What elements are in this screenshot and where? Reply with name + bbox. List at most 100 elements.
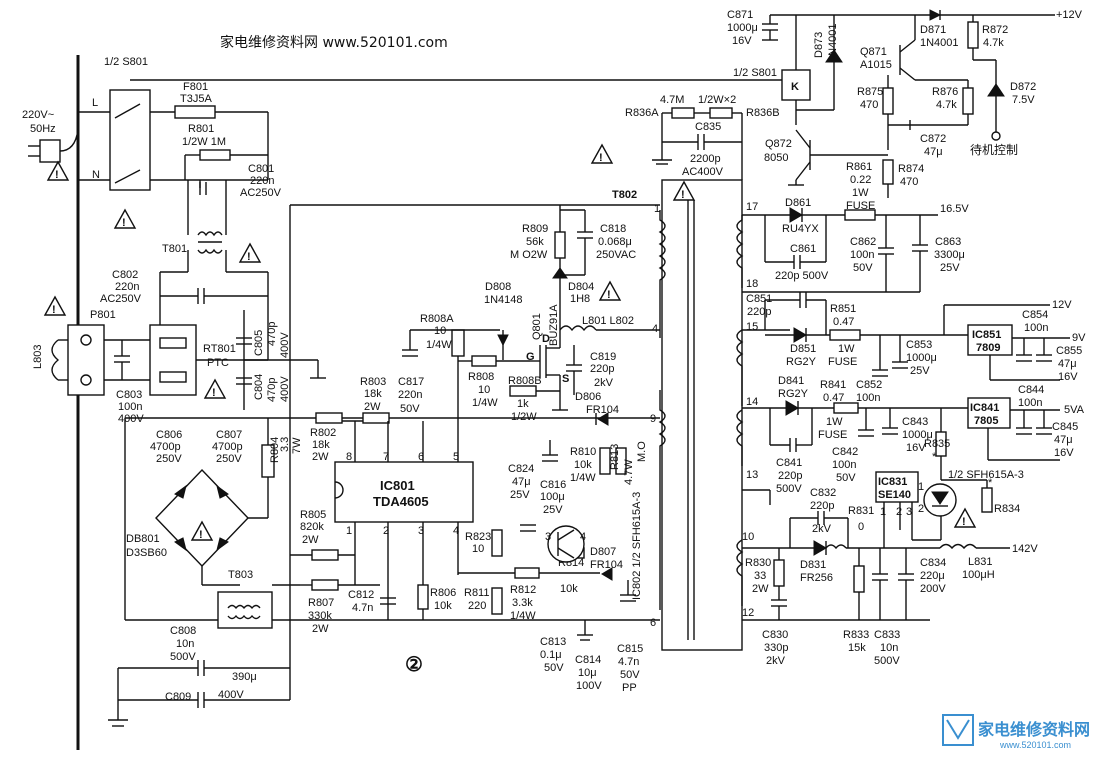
r808b-value: 1k <box>517 398 529 410</box>
resistor-r833 <box>853 565 865 593</box>
ic851-part: 7809 <box>976 342 1000 354</box>
c807-cap: 4700p <box>212 441 243 453</box>
d872-value: 7.5V <box>1012 94 1035 106</box>
r823-name: R823 <box>465 531 491 543</box>
ic831-name: IC831 <box>878 476 907 488</box>
resistor-r876 <box>962 87 974 115</box>
ic802-label: IC802 1/2 SFH615A-3 <box>631 492 643 600</box>
sfh615-label: 1/2 SFH615A-3 <box>948 469 1024 481</box>
c809-cap: 390μ <box>232 671 257 683</box>
c855-name: C855 <box>1056 345 1082 357</box>
r851-type: FUSE <box>828 356 857 368</box>
r808a-value: 10 <box>434 325 446 337</box>
d873-name: D873 <box>813 32 825 58</box>
transformer-t803 <box>217 591 273 629</box>
c804-name: C804 <box>253 374 265 400</box>
resistor-r803 <box>362 412 390 424</box>
regulator-ic841 <box>967 397 1011 429</box>
c815-cap: 4.7n <box>618 656 639 668</box>
c834-rating: 200V <box>920 583 946 595</box>
r874-name: R874 <box>898 163 924 175</box>
p801-label: P801 <box>90 309 116 321</box>
c806-rating: 250V <box>156 453 182 465</box>
diode-d806 <box>597 412 609 426</box>
rt801-name: RT801 <box>203 343 236 355</box>
c852-cap: 100n <box>856 392 880 404</box>
r803-name: R803 <box>360 376 386 388</box>
c842-name: C842 <box>832 446 858 458</box>
c832-rating: 2kV <box>812 523 832 535</box>
ic801-pin-8: 8 <box>346 451 352 463</box>
c834-name: C834 <box>920 557 946 569</box>
r861-power: 1W <box>852 187 869 199</box>
q872-name: Q872 <box>765 138 792 150</box>
c812-name: C812 <box>348 589 374 601</box>
c854-name: C854 <box>1022 309 1048 321</box>
c843-cap: 1000μ <box>902 429 933 441</box>
db801-name: DB801 <box>126 533 160 545</box>
r812-power: 1/4W <box>510 610 536 622</box>
c853-rating: 25V <box>910 365 930 377</box>
d804-name: D804 <box>568 281 594 293</box>
warning-icon: ! <box>43 295 67 316</box>
warning-icon: ! <box>672 180 696 201</box>
relay-k-label: K <box>791 81 799 93</box>
c842-rating: 50V <box>836 472 856 484</box>
svg-text:!: ! <box>607 289 611 301</box>
warning-icon: ! <box>238 242 262 263</box>
resistor-r823 <box>491 529 503 557</box>
d872-name: D872 <box>1010 81 1036 93</box>
r813-value: 4.7W <box>623 459 635 485</box>
c842-cap: 100n <box>832 459 856 471</box>
c862-name: C862 <box>850 236 876 248</box>
page-number: ② <box>405 654 423 676</box>
t803-label: T803 <box>228 569 253 581</box>
c805-name: C805 <box>253 330 265 356</box>
r808-power: 1/4W <box>472 397 498 409</box>
d841-part: RG2Y <box>778 388 809 400</box>
svg-text:www.520101.com: www.520101.com <box>999 740 1071 750</box>
c843-rating: 16V <box>906 442 926 454</box>
warning-icon: ! <box>590 143 614 164</box>
site-logo: 家电维修资料网 www.520101.com <box>942 714 1090 750</box>
r802-value: 18k <box>312 439 330 451</box>
c802-cap: 220n <box>115 281 139 293</box>
c819-rating: 2kV <box>594 377 614 389</box>
c841-cap: 220p <box>778 470 802 482</box>
svg-text:!: ! <box>52 304 56 316</box>
c801-cap: 220n <box>250 175 274 187</box>
d831-part: FR256 <box>800 572 833 584</box>
choke-t801 <box>197 231 223 254</box>
r876-name: R876 <box>932 86 958 98</box>
r830-value: 33 <box>754 570 766 582</box>
c824-name: C824 <box>508 463 534 475</box>
c841-rating: 500V <box>776 483 802 495</box>
d807-name: D807 <box>590 546 616 558</box>
fuse-r861 <box>844 209 876 221</box>
transformer-t802 <box>661 179 743 651</box>
c853-cap: 1000μ <box>906 352 937 364</box>
r808-value: 10 <box>478 384 490 396</box>
d871-name: D871 <box>920 24 946 36</box>
r851-name: R851 <box>830 303 856 315</box>
c814-cap: 10μ <box>578 667 597 679</box>
ic801-part: TDA4605 <box>373 494 429 509</box>
c845-cap: 47μ <box>1054 434 1073 446</box>
sfh615-pin-1: 1 <box>918 481 924 493</box>
r802-name: R802 <box>310 427 336 439</box>
rail-142v: 142V <box>1012 543 1038 555</box>
c853-name: C853 <box>906 339 932 351</box>
diode-d831 <box>813 540 827 556</box>
c834-cap: 220μ <box>920 570 945 582</box>
svg-text:家电维修资料网: 家电维修资料网 <box>978 720 1090 739</box>
resistor-r874 <box>882 159 894 185</box>
rail-16-5v: 16.5V <box>940 203 969 215</box>
c861-name: C861 <box>790 243 816 255</box>
r813-name: R813 <box>609 444 621 470</box>
resistor-r811 <box>491 587 503 615</box>
c844-name: C844 <box>1018 384 1044 396</box>
ic831-pin-1: 1 <box>880 506 886 518</box>
r810-value: 10k <box>574 459 592 471</box>
ic802-pin-3: 3 <box>545 531 551 543</box>
ic801-tda4605 <box>334 461 474 523</box>
